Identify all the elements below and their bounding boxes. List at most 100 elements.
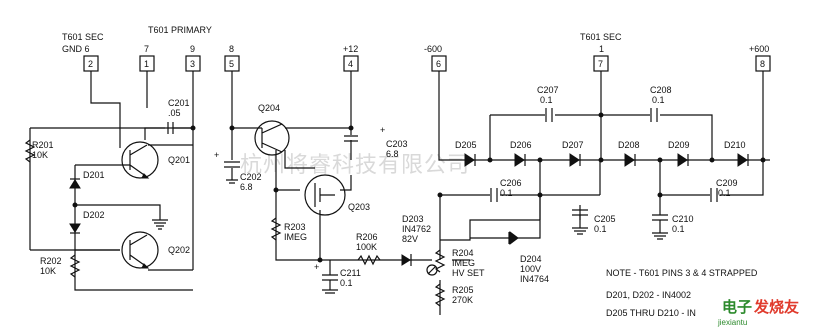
svg-text:R202: R202 (40, 256, 62, 266)
svg-text:6.8: 6.8 (386, 149, 399, 159)
svg-text:D209: D209 (668, 140, 690, 150)
svg-text:Q203: Q203 (348, 202, 370, 212)
resistor-r203: R203 IMEG (270, 217, 307, 242)
svg-text:0.1: 0.1 (718, 188, 731, 198)
svg-text:100V: 100V (520, 264, 541, 274)
diode-d206: D206 (510, 140, 532, 167)
pin-2-caption: T601 SEC (62, 32, 104, 42)
transistor-q201: Q201 (121, 141, 190, 179)
pin-8-number: 8 (760, 59, 765, 69)
svg-text:0.1: 0.1 (340, 278, 353, 288)
svg-text:10K: 10K (32, 150, 48, 160)
capacitor-c201: C201 .05 (167, 98, 193, 134)
svg-text:+: + (314, 262, 319, 272)
pin-4-number: 4 (348, 59, 353, 69)
svg-text:0.1: 0.1 (652, 95, 665, 105)
svg-text:C201: C201 (168, 98, 190, 108)
connector-pin-4: +12 4 (343, 44, 359, 72)
note-d205-d210: D205 THRU D210 - IN (606, 308, 696, 318)
svg-text:IN4762: IN4762 (402, 224, 431, 234)
resistor-r206: R206 100K (356, 232, 381, 266)
svg-text:0.1: 0.1 (594, 224, 607, 234)
regulator-section (231, 71, 400, 275)
diode-d204: D204 100V IN4764 (470, 220, 549, 284)
watermark: 杭州将睿科技有限公司 (240, 152, 470, 177)
pin-6-caption: -600 (424, 44, 442, 54)
transistor-q203: Q203 (304, 174, 370, 216)
svg-text:D206: D206 (510, 140, 532, 150)
svg-text:C202: C202 (240, 172, 262, 182)
svg-text:0.1: 0.1 (672, 224, 685, 234)
diode-d209: D209 (668, 140, 690, 167)
pin-4-caption: +12 (343, 44, 358, 54)
diode-d201: D201 (69, 170, 105, 189)
svg-text:Q201: Q201 (168, 155, 190, 165)
capacitor-c209: C209 0.1 (710, 178, 738, 202)
pin-5-caption: 8 (229, 44, 234, 54)
svg-text:0.1: 0.1 (500, 188, 513, 198)
diode-d205: D205 (455, 140, 477, 167)
svg-text:D207: D207 (562, 140, 584, 150)
pin-7-number: 7 (598, 59, 603, 69)
svg-text:0.1: 0.1 (540, 95, 553, 105)
svg-text:Q204: Q204 (258, 103, 280, 113)
diode-d207: D207 (562, 140, 584, 167)
capacitor-c210: C210 0.1 (652, 214, 694, 240)
connector-pin-3: 9 3 (185, 44, 201, 72)
transistor-q204: Q204 (254, 103, 290, 156)
svg-text:D201: D201 (83, 170, 105, 180)
svg-text:IMEG: IMEG (452, 258, 475, 268)
svg-text:C203: C203 (386, 139, 408, 149)
svg-text:D205: D205 (455, 140, 477, 150)
pin-7-caption-2: 1 (599, 44, 604, 54)
svg-text:C208: C208 (650, 85, 672, 95)
svg-text:C210: C210 (672, 214, 694, 224)
connector-pin-7: T601 SEC 1 7 (580, 32, 622, 72)
pin-2-number: 2 (88, 59, 93, 69)
svg-text:D204: D204 (520, 254, 542, 264)
capacitor-c203: + C203 6.8 (344, 125, 408, 159)
svg-text:C205: C205 (594, 214, 616, 224)
svg-text:HV SET: HV SET (452, 268, 485, 278)
resistor-r205: R205 270K (434, 283, 474, 307)
svg-text:100K: 100K (356, 242, 377, 252)
svg-text:82V: 82V (402, 234, 418, 244)
capacitor-c208: C208 0.1 (650, 85, 672, 122)
svg-text:C211: C211 (340, 268, 361, 278)
diode-d202: D202 (69, 210, 105, 234)
svg-text:R201: R201 (32, 140, 54, 150)
svg-text:C207: C207 (537, 85, 559, 95)
svg-text:D202: D202 (83, 210, 105, 220)
pin-3-number: 3 (190, 59, 195, 69)
svg-text:R204: R204 (452, 248, 474, 258)
note-strapped: NOTE - T601 PINS 3 & 4 STRAPPED (606, 268, 758, 278)
svg-text:R203: R203 (284, 222, 306, 232)
note-d201-d202: D201, D202 - IN4002 (606, 290, 691, 300)
junction-dots (72, 112, 766, 263)
svg-text:IN4764: IN4764 (520, 274, 549, 284)
diode-d210: D210 (724, 140, 749, 167)
site-logo: 电子 发烧友 jiexiantu (717, 298, 799, 327)
svg-text:270K: 270K (452, 295, 473, 305)
svg-text:.05: .05 (168, 108, 181, 118)
transistor-q202: Q202 (121, 231, 190, 269)
svg-text:D208: D208 (618, 140, 640, 150)
svg-text:R206: R206 (356, 232, 378, 242)
svg-text:电子: 电子 (722, 298, 752, 316)
svg-text:jiexiantu: jiexiantu (717, 318, 747, 327)
connector-pin-8: +600 8 (749, 44, 771, 72)
pin-1-caption: 7 (144, 44, 149, 54)
svg-text:6.8: 6.8 (240, 182, 253, 192)
notes: NOTE - T601 PINS 3 & 4 STRAPPED D201, D2… (606, 268, 758, 318)
svg-text:D210: D210 (724, 140, 746, 150)
capacitor-c202: + C202 6.8 (214, 150, 262, 192)
connector-pin-1: 7 1 (139, 44, 155, 72)
pin-3-caption: 9 (190, 44, 195, 54)
pin-5-number: 5 (229, 59, 234, 69)
svg-text:R205: R205 (452, 285, 474, 295)
diode-d208: D208 (618, 140, 640, 167)
potentiometer-r204: R204 IMEG HV SET (426, 248, 485, 278)
resistor-r202: R202 10K (40, 254, 81, 278)
connector-pin-2: T601 SEC GND 6 2 (62, 32, 104, 72)
